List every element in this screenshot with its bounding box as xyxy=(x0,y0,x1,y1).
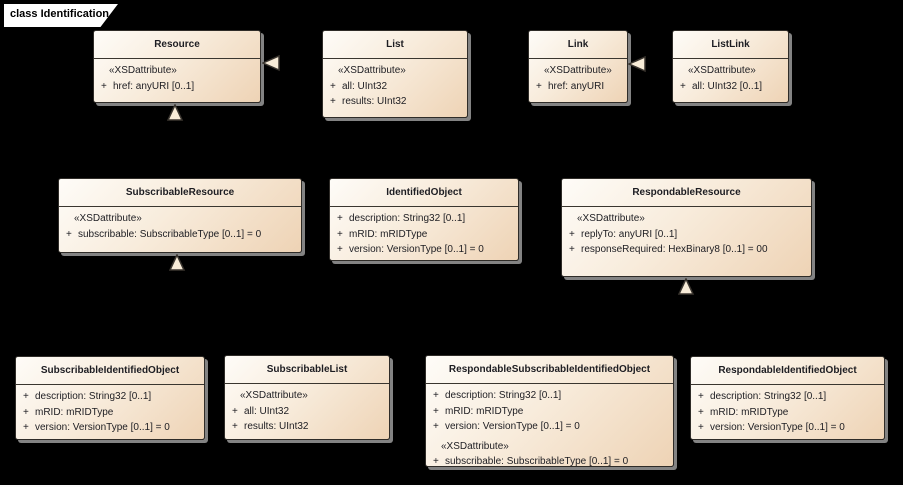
attribute-row: +version: VersionType [0..1] = 0 xyxy=(337,244,484,255)
attribute-row: +description: String32 [0..1] xyxy=(698,391,827,402)
attribute-row: +description: String32 [0..1] xyxy=(337,213,466,224)
generalization-arrowhead-list-to-resource[interactable] xyxy=(262,55,281,72)
attribute-row: +all: UInt32 xyxy=(330,80,388,92)
attribute-row: +all: UInt32 [0..1] xyxy=(680,80,763,92)
class-attributes: +description: String32 [0..1] +mRID: mRID… xyxy=(330,207,518,258)
stereotype-label: «XSDattribute» xyxy=(577,213,645,224)
class-title: SubscribableIdentifiedObject xyxy=(16,357,204,385)
bottom-border-line xyxy=(0,485,903,487)
class-box-respondable-resource[interactable]: RespondableResource «XSDattribute» +reply… xyxy=(561,178,812,277)
frame-label-text: class Identification xyxy=(10,8,110,20)
attribute-row: +results: UInt32 xyxy=(330,96,407,107)
class-title: Resource xyxy=(94,31,260,59)
class-attributes: +description: String32 [0..1] +mRID: mRID… xyxy=(691,385,884,436)
stereotype-label: «XSDattribute» xyxy=(544,65,612,76)
class-box-subscribable-resource[interactable]: SubscribableResource «XSDattribute» +subs… xyxy=(58,178,302,253)
class-box-respondable-subscribable-identified-object[interactable]: RespondableSubscribableIdentifiedObject … xyxy=(425,355,674,467)
class-box-subscribable-list[interactable]: SubscribableList «XSDattribute» +all: UIn… xyxy=(224,355,390,440)
class-attributes: «XSDattribute» +replyTo: anyURI [0..1] +re… xyxy=(562,207,811,258)
attribute-row: +results: UInt32 xyxy=(232,421,309,432)
attribute-row: +mRID: mRIDType xyxy=(23,406,114,418)
generalization-arrowhead-subscribableresource-to-resource[interactable] xyxy=(167,104,184,122)
class-box-respondable-identified-object[interactable]: RespondableIdentifiedObject +description… xyxy=(690,356,885,440)
class-title: RespondableIdentifiedObject xyxy=(691,357,884,385)
generalization-arrowhead-listlink-to-link[interactable] xyxy=(628,56,647,73)
class-attributes: «XSDattribute» +href: anyURI xyxy=(529,59,627,94)
class-attributes: «XSDattribute» +subscribable: Subscribabl… xyxy=(59,207,301,242)
class-attributes: «XSDattribute» +all: UInt32 [0..1] xyxy=(673,59,788,94)
attribute-row: +description: String32 [0..1] xyxy=(433,390,562,401)
attribute-row: +responseRequired: HexBinary8 [0..1] = 0… xyxy=(569,244,768,255)
generalization-arrowhead-to-respondableresource[interactable] xyxy=(678,278,695,296)
class-box-subscribable-identified-object[interactable]: SubscribableIdentifiedObject +descriptio… xyxy=(15,356,205,440)
class-attributes: «XSDattribute» +all: UInt32 +results: UInt… xyxy=(323,59,467,110)
class-box-list[interactable]: List «XSDattribute» +all: UInt32 +results:… xyxy=(322,30,468,118)
class-title: RespondableResource xyxy=(562,179,811,207)
attribute-row: +mRID: mRIDType xyxy=(337,228,428,240)
class-box-resource[interactable]: Resource «XSDattribute» +href: anyURI [0.… xyxy=(93,30,261,103)
generalization-arrowhead-to-subscribableresource[interactable] xyxy=(169,254,186,272)
class-attributes: «XSDattribute» +all: UInt32 +results: UInt… xyxy=(225,384,389,435)
attribute-row: +version: VersionType [0..1] = 0 xyxy=(698,422,845,433)
class-box-link[interactable]: Link «XSDattribute» +href: anyURI xyxy=(528,30,628,103)
stereotype-label: «XSDattribute» xyxy=(74,213,142,224)
attribute-row: +mRID: mRIDType xyxy=(698,406,789,418)
attribute-row: +href: anyURI xyxy=(536,80,605,92)
class-title: ListLink xyxy=(673,31,788,59)
frame-label-tab-shape xyxy=(2,2,123,29)
attribute-row: +mRID: mRIDType xyxy=(433,405,524,417)
stereotype-label: «XSDattribute» xyxy=(338,65,406,76)
stereotype-label: «XSDattribute» xyxy=(109,65,177,76)
attribute-row: +subscribable: SubscribableType [0..1] =… xyxy=(433,456,629,467)
attribute-row: +href: anyURI [0..1] xyxy=(101,80,195,92)
class-title: SubscribableList xyxy=(225,356,389,384)
attribute-row: +subscribable: SubscribableType [0..1] =… xyxy=(66,228,262,240)
attribute-row: +version: VersionType [0..1] = 0 xyxy=(433,421,580,432)
class-box-identified-object[interactable]: IdentifiedObject +description: String32 … xyxy=(329,178,519,261)
class-attributes: +description: String32 [0..1] +mRID: mRID… xyxy=(426,384,673,470)
class-title: SubscribableResource xyxy=(59,179,301,207)
class-title: Link xyxy=(529,31,627,59)
stereotype-label: «XSDattribute» xyxy=(240,390,308,401)
class-title: List xyxy=(323,31,467,59)
class-title: IdentifiedObject xyxy=(330,179,518,207)
stereotype-label: «XSDattribute» xyxy=(441,440,509,452)
class-attributes: +description: String32 [0..1] +mRID: mRID… xyxy=(16,385,204,436)
stereotype-label: «XSDattribute» xyxy=(688,65,756,76)
diagram-frame-label: class Identification xyxy=(2,2,124,30)
attribute-row: +replyTo: anyURI [0..1] xyxy=(569,228,678,240)
class-attributes: «XSDattribute» +href: anyURI [0..1] xyxy=(94,59,260,94)
class-box-listlink[interactable]: ListLink «XSDattribute» +all: UInt32 [0..… xyxy=(672,30,789,103)
attribute-row: +version: VersionType [0..1] = 0 xyxy=(23,422,170,433)
attribute-row: +description: String32 [0..1] xyxy=(23,391,152,402)
class-title: RespondableSubscribableIdentifiedObject xyxy=(426,356,673,384)
attribute-row: +all: UInt32 xyxy=(232,405,290,417)
